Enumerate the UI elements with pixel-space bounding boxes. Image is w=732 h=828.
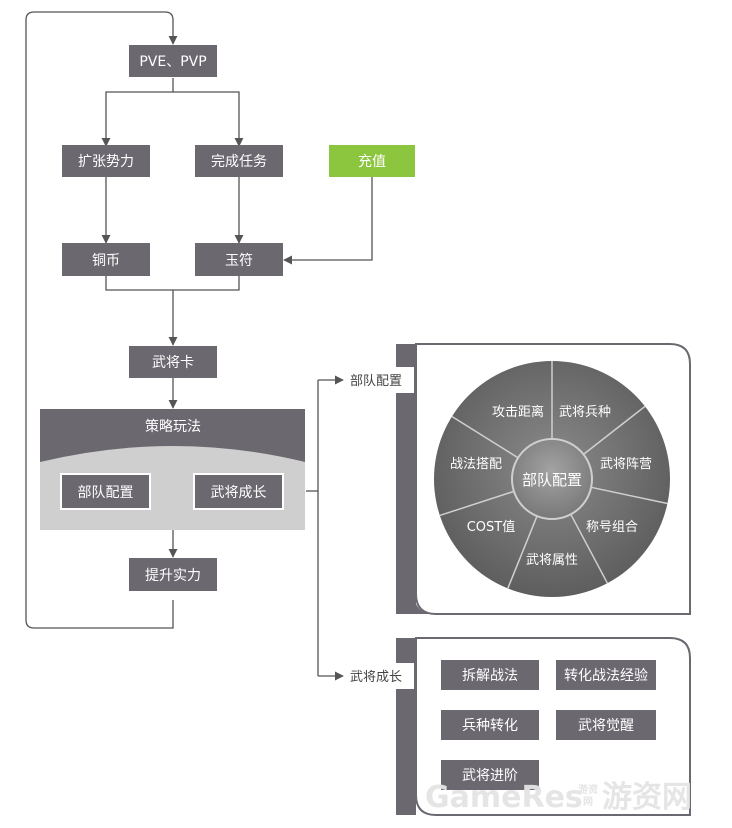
wheel-segment-troop-type: 武将兵种 (559, 405, 611, 420)
wheel-segment-faction: 武将阵营 (600, 457, 652, 472)
wheel-divider-6 (451, 415, 519, 459)
complete-tasks-node: 完成任务 (195, 145, 283, 177)
watermark-small-top: 游资 (578, 783, 598, 796)
wheel-segment-title-combo: 称号组合 (586, 520, 638, 535)
expand-power-label: 扩张势力 (78, 154, 134, 170)
copper-node: 铜币 (62, 243, 150, 276)
svg-text:兵种转化: 兵种转化 (462, 718, 518, 734)
squad-side-label: 部队配置 (350, 374, 402, 389)
jade-label: 玉符 (225, 253, 253, 269)
loop-arrow (25, 11, 178, 629)
growth-side-label: 武将成长 (350, 670, 402, 685)
squad-config-panel: 部队配置 部队配置 攻击距离 武将兵种 武将阵营 称号组合 武将属性 COST值… (344, 343, 691, 615)
wheel-divider-2 (590, 486, 668, 505)
growth-item-advancement: 武将进阶 (441, 760, 539, 790)
general-growth-node: 武将成长 (193, 473, 284, 510)
watermark-small-bottom: 网 (583, 796, 593, 808)
watermark-brand: GameRes (425, 780, 583, 815)
svg-text:武将觉醒: 武将觉醒 (578, 718, 634, 734)
growth-item-convert-tactic-exp: 转化战法经验 (556, 660, 656, 690)
wheel-divider-1 (583, 405, 646, 455)
growth-item-troop-conversion: 兵种转化 (441, 710, 539, 740)
recharge-node: 充值 (329, 145, 415, 177)
arrow-pve-to-expand (101, 78, 174, 147)
connectors (25, 11, 373, 681)
general-growth-panel: 武将成长 拆解战法 转化战法经验 兵种转化 武将觉醒 武将进阶 (344, 637, 691, 816)
watermark-logo: GameRes 游资 网 游资网 (425, 780, 692, 815)
wheel-segment-tactics: 战法搭配 (450, 456, 502, 472)
expand-power-node: 扩张势力 (62, 145, 150, 177)
wheel-segment-attributes: 武将属性 (526, 553, 578, 568)
merge-bracket (105, 276, 240, 291)
growth-item-awakening: 武将觉醒 (556, 710, 656, 740)
wheel-segment-cost: COST值 (467, 519, 516, 535)
general-growth-label: 武将成长 (211, 485, 267, 501)
wheel-divider-3 (570, 513, 609, 584)
wheel-divider-5 (439, 490, 515, 517)
pve-pvp-label: PVE、PVP (139, 54, 206, 70)
complete-tasks-label: 完成任务 (211, 154, 267, 170)
watermark-cn: 游资网 (602, 780, 692, 815)
general-card-label: 武将卡 (152, 355, 194, 371)
strategy-label: 策略玩法 (145, 418, 201, 435)
recharge-label: 充值 (358, 154, 386, 170)
wheel-divider-4 (507, 515, 538, 589)
improve-strength-node: 提升实力 (129, 558, 217, 591)
svg-text:武将进阶: 武将进阶 (462, 768, 518, 784)
wheel-segment-attack-range: 攻击距离 (492, 404, 544, 420)
general-card-node: 武将卡 (129, 346, 217, 378)
growth-item-disassemble-tactics: 拆解战法 (441, 660, 539, 690)
strategy-block: 策略玩法 部队配置 武将成长 (40, 409, 305, 530)
wheel-center-label: 部队配置 (522, 471, 582, 489)
svg-text:转化战法经验: 转化战法经验 (564, 668, 648, 684)
wheel-dividers (439, 361, 668, 589)
strategy-header (40, 409, 305, 462)
wheel-center (511, 438, 593, 520)
jade-node: 玉符 (195, 243, 283, 276)
copper-label: 铜币 (92, 253, 120, 269)
arrow-pve-to-tasks (173, 91, 244, 147)
improve-strength-label: 提升实力 (145, 568, 201, 584)
arrow-recharge-to-jade (283, 177, 373, 265)
svg-text:拆解战法: 拆解战法 (462, 668, 518, 684)
squad-config-node: 部队配置 (60, 473, 151, 510)
squad-config-label: 部队配置 (78, 485, 134, 501)
pve-pvp-node: PVE、PVP (129, 45, 217, 77)
